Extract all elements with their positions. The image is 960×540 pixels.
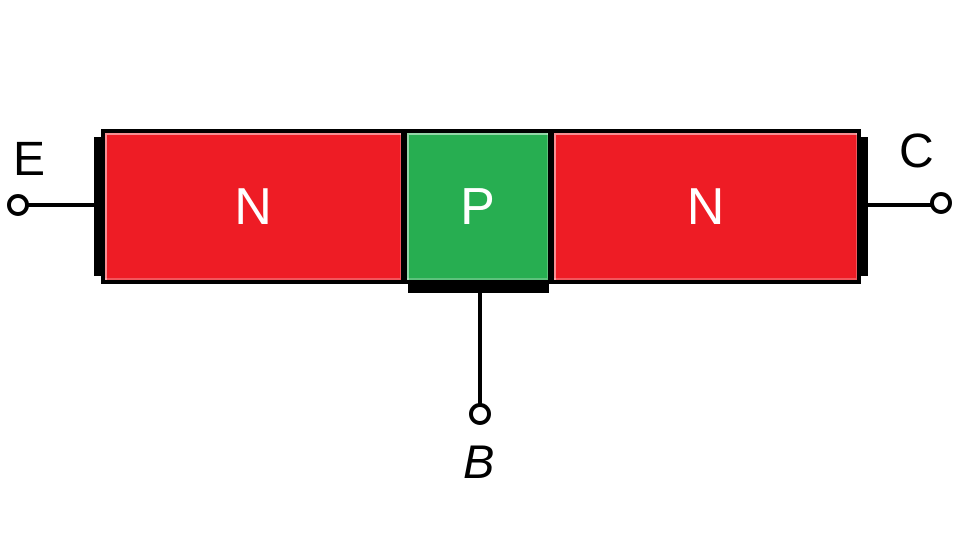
region-n-emitter-label: N [234,177,272,236]
emitter-terminal-label: E [13,133,46,186]
region-p-base: P [407,133,548,280]
emitter-base-junction-line [401,133,407,280]
collector-lead-wire [864,203,931,207]
emitter-lead-wire [27,203,103,207]
collector-terminal-circle [930,192,952,214]
base-collector-junction-line [548,133,554,280]
region-n-collector: N [554,133,857,280]
transistor-body-bar: N P N [101,129,861,284]
region-n-collector-label: N [686,177,725,236]
emitter-terminal-circle [7,194,29,216]
base-contact-strip [408,281,549,293]
region-p-base-label: P [460,177,495,236]
base-terminal-circle [469,403,491,425]
base-terminal-label: B [463,435,495,488]
collector-terminal-label: C [899,125,934,178]
base-lead-wire [478,291,482,405]
region-n-emitter: N [105,133,401,280]
